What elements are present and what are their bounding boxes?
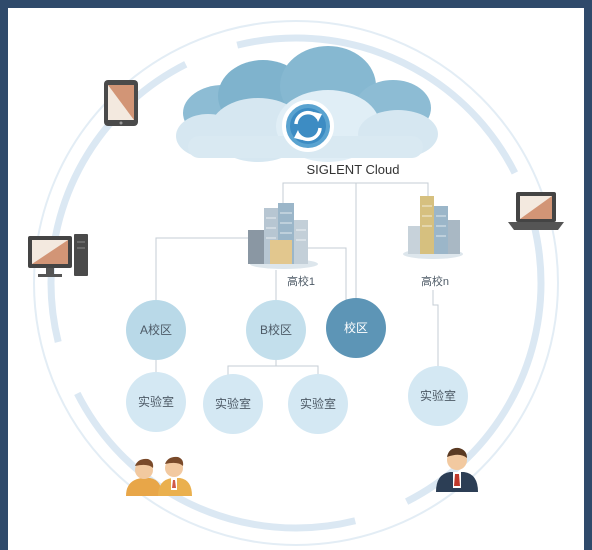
campus-label: 校区	[344, 320, 368, 335]
campus-node: 校区	[326, 298, 386, 358]
lab-node: 实验室	[203, 374, 263, 434]
building-icon	[403, 196, 463, 259]
building-icon	[248, 203, 318, 269]
cloud-sync-icon	[282, 100, 334, 152]
cloud-label: SIGLENT Cloud	[307, 162, 400, 177]
lab-label: 实验室	[215, 396, 251, 411]
lab-label: 实验室	[300, 396, 336, 411]
campus-label: B校区	[260, 322, 292, 337]
users-icon	[126, 456, 192, 496]
lab-node: 实验室	[288, 374, 348, 434]
outer-rings	[33, 20, 559, 546]
diagram-canvas: SIGLENT Cloud 高校1 高校n A校区	[28, 20, 564, 546]
campus-label: A校区	[140, 322, 172, 337]
lab-node: 实验室	[408, 366, 468, 426]
lab-label: 实验室	[420, 388, 456, 403]
laptop-icon	[508, 192, 564, 230]
user-icon	[436, 447, 478, 492]
campus-node: B校区	[246, 300, 306, 360]
university-1-label: 高校1	[287, 274, 315, 288]
desktop-computer-icon	[28, 234, 88, 277]
network-diagram: SIGLENT Cloud 高校1 高校n A校区	[8, 8, 584, 550]
university-n-label: 高校n	[421, 274, 449, 288]
campus-node: A校区	[126, 300, 186, 360]
lab-node: 实验室	[126, 372, 186, 432]
lab-label: 实验室	[138, 394, 174, 409]
tablet-icon	[104, 80, 138, 126]
